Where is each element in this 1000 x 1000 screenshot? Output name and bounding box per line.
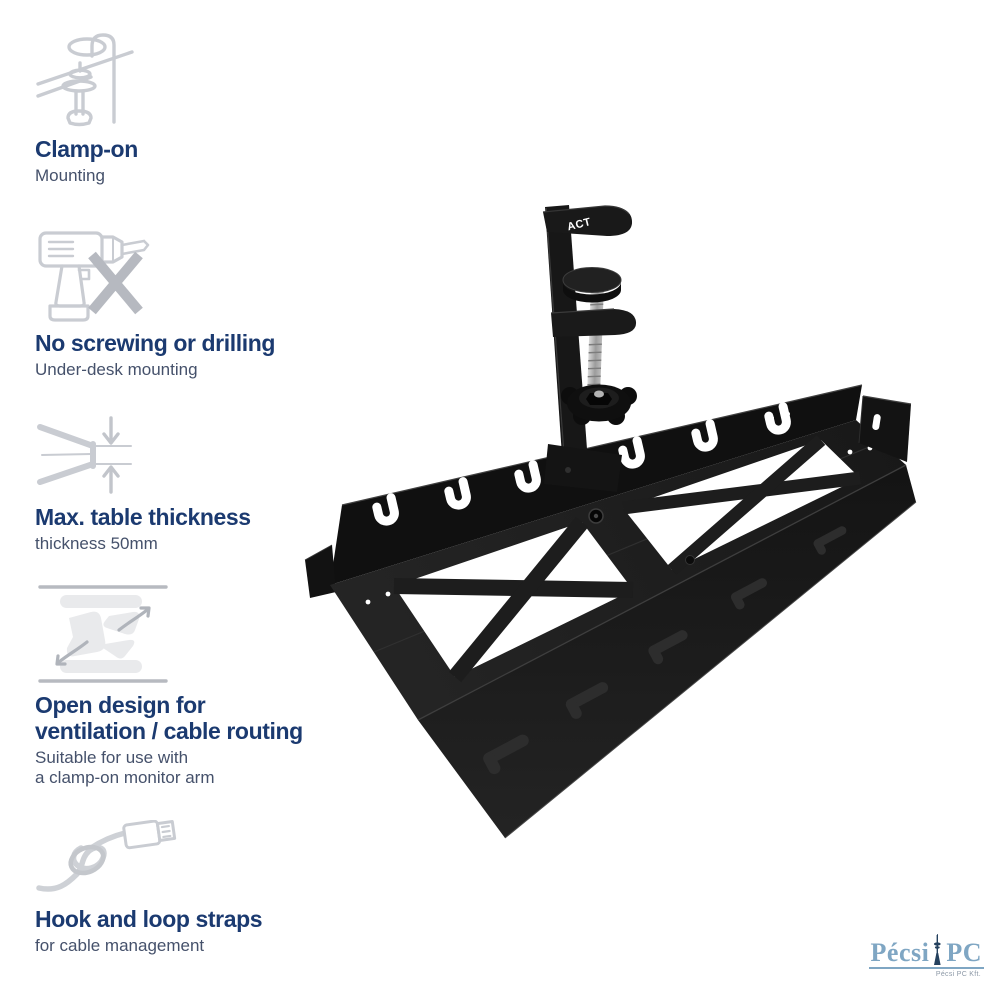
feature-subtitle: Suitable for use with a clamp-on monitor… bbox=[35, 747, 215, 787]
feature-title: No screwing or drilling bbox=[35, 330, 275, 356]
feature-title: Open design for ventilation / cable rout… bbox=[35, 692, 303, 744]
table-thickness-icon bbox=[37, 416, 132, 494]
clamp-knob bbox=[561, 384, 637, 425]
feature-title: Hook and loop straps bbox=[35, 906, 263, 932]
brand-label: ACT bbox=[566, 216, 592, 233]
feature-table-thickness: Max. table thickness thickness 50mm bbox=[35, 406, 365, 554]
feature-subtitle: Under-desk mounting bbox=[35, 359, 198, 379]
feature-subtitle: thickness 50mm bbox=[35, 533, 158, 553]
feature-subtitle: for cable management bbox=[35, 935, 205, 955]
watermark-text-left: Pécsi bbox=[870, 938, 930, 967]
tray-base bbox=[330, 420, 906, 720]
feature-title: Clamp-on bbox=[35, 136, 138, 162]
tray-right-end-wall bbox=[858, 395, 912, 462]
open-design-icon bbox=[38, 585, 168, 683]
feature-clamp-on: Clamp-on Mounting bbox=[35, 30, 365, 186]
drill-crossed-icon bbox=[38, 231, 150, 322]
feature-hook-loop-straps: Hook and loop straps for cable managemen… bbox=[35, 820, 365, 956]
feature-no-screwing: No screwing or drilling Under-desk mount… bbox=[35, 218, 365, 380]
watermark-text-right: PC bbox=[946, 938, 982, 967]
feature-title: Max. table thickness bbox=[35, 504, 251, 530]
clamp-icon bbox=[36, 33, 134, 127]
cable-strap-icon bbox=[36, 820, 177, 892]
watermark-logo: Pécsi PC Pécsi PC Kft. bbox=[868, 934, 984, 978]
tray-front-wall bbox=[417, 464, 917, 839]
tray-left-end-wall bbox=[304, 544, 336, 598]
tv-tower-icon bbox=[934, 934, 942, 965]
feature-subtitle: Mounting bbox=[35, 165, 105, 185]
feature-open-design: Open design for ventilation / cable rout… bbox=[35, 582, 365, 788]
clamp-assembly: ACT bbox=[542, 205, 637, 492]
watermark-subtext: Pécsi PC Kft. bbox=[935, 971, 981, 978]
